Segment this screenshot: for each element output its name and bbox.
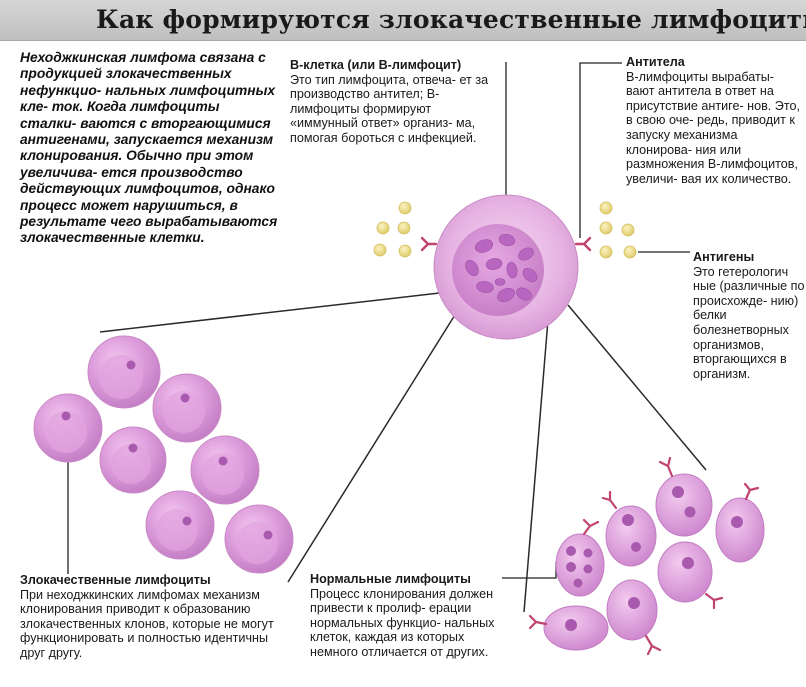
antigen-icon (623, 245, 637, 259)
antigen-group (373, 201, 637, 259)
antigen-icon (397, 221, 411, 235)
connector-4 (567, 304, 707, 471)
malignant-text: При неходжкинских лимфомах механизм клон… (20, 587, 274, 660)
antigen-icon (398, 201, 412, 215)
antibodies-label: Антитела В-лимфоциты вырабаты- вают анти… (626, 55, 802, 186)
clone-connectors (99, 291, 707, 613)
b-cell-label: В-клетка (или В-лимфоцит) Это тип лимфоц… (290, 58, 495, 146)
normal-text: Процесс клонирования должен привести к п… (310, 586, 495, 659)
antigen-icon (599, 201, 613, 215)
antigens-heading: Антигены (693, 250, 755, 264)
normal-cell (528, 605, 609, 651)
antigen-icon (398, 244, 412, 258)
antigen-icon (373, 243, 387, 257)
connector-3 (523, 319, 549, 613)
malignant-cell (33, 393, 103, 463)
b-cell (420, 194, 592, 340)
normal-cell (606, 579, 662, 656)
malignant-cell (145, 490, 215, 560)
title-bar: Как формируются злокачественные лимфоцит… (0, 0, 806, 41)
connector-1 (99, 291, 449, 333)
malignant-cell (190, 435, 260, 505)
normal-heading: Нормальные лимфоциты (310, 572, 471, 586)
malignant-cell (152, 373, 222, 443)
page-title: Как формируются злокачественные лимфоцит… (96, 5, 806, 34)
antibody-icon (420, 236, 592, 252)
antibodies-heading: Антитела (626, 55, 685, 69)
b-cell-heading: В-клетка (или В-лимфоцит) (290, 58, 462, 72)
malignant-cell (87, 335, 161, 409)
b-cell-granules (465, 233, 538, 302)
antibodies-text: В-лимфоциты вырабаты- вают антитела в от… (626, 69, 800, 186)
malignant-cell (224, 504, 294, 574)
normal-cell (555, 518, 605, 597)
antigen-icon (621, 223, 635, 237)
malignant-heading: Злокачественные лимфоциты (20, 573, 211, 587)
normal-cell (655, 456, 713, 537)
antigens-text: Это гетерологич ные (различные по происх… (693, 264, 805, 381)
normal-cell (657, 541, 724, 610)
normal-cell (715, 482, 765, 563)
b-cell-text: Это тип лимфоцита, отвеча- ет за произво… (290, 72, 489, 145)
normal-label: Нормальные лимфоциты Процесс клонировани… (310, 572, 515, 660)
malignant-cell (99, 426, 167, 494)
antigens-label: Антигены Это гетерологич ные (различные … (693, 250, 805, 381)
antigen-icon (599, 221, 613, 235)
antigen-icon (599, 245, 613, 259)
malignant-label: Злокачественные лимфоциты При неходжкинс… (20, 573, 285, 661)
connector-2 (287, 309, 459, 583)
pointer-lines (67, 62, 690, 579)
intro-text: Неходжкинская лимфома связана с продукци… (20, 50, 278, 246)
malignant-cluster (33, 335, 294, 574)
normal-cluster (528, 456, 765, 656)
pointer-antibodies (579, 62, 622, 238)
antigen-icon (376, 221, 390, 235)
normal-cell (601, 490, 657, 567)
